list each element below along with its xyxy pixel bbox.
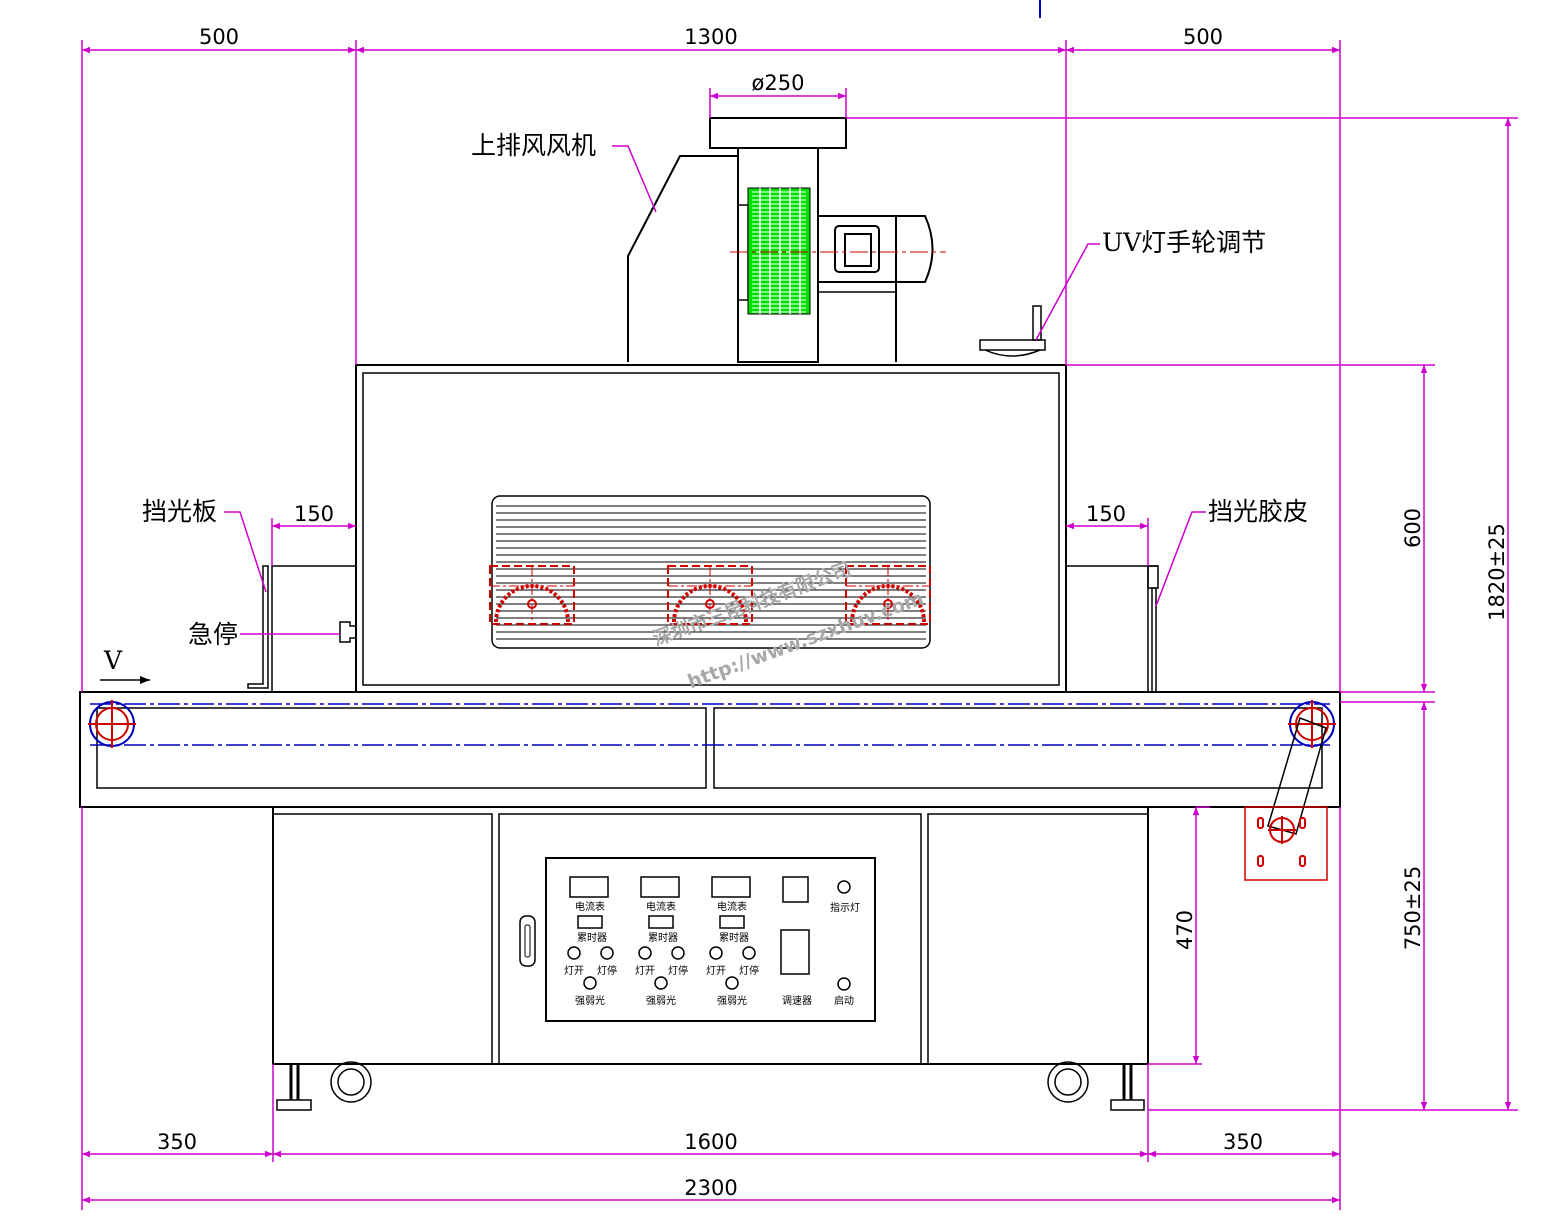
dimension-texts: 500 1300 500 ø250 150 150 600 1820±25 75… [157, 25, 1509, 1200]
rollers [88, 700, 1336, 881]
dim-right-shield: 150 [1086, 502, 1126, 526]
panel-timer: 累时器 [719, 932, 749, 944]
hood-outer [355, 364, 1067, 693]
panel-strong-weak: 强弱光 [575, 994, 605, 1007]
dim-bottom-left: 350 [157, 1130, 197, 1154]
dim-left-shield: 150 [294, 502, 334, 526]
panel-timer: 累时器 [577, 932, 607, 944]
light-shield-plate [247, 565, 269, 689]
panel-ammeter: 电流表 [575, 900, 605, 913]
cabinet [272, 806, 1149, 1065]
panel-lamp-off: 灯停 [597, 964, 617, 977]
callout-labels: 上排风风机 UV灯手轮调节 挡光板 挡光胶皮 急停 V [100, 131, 1308, 684]
indicator-lamp-icon [837, 880, 851, 894]
door-handle [519, 915, 536, 967]
dim-cabinet-height: 470 [1173, 910, 1197, 950]
dim-total-width: 2300 [684, 1176, 737, 1200]
speed-display [782, 876, 809, 903]
start-button-icon [837, 977, 851, 991]
panel-lamp-on: 灯开 [564, 965, 584, 977]
panel-speed-regulator: 调速器 [782, 995, 812, 1007]
dim-top-right: 500 [1183, 25, 1223, 49]
panel-indicator: 指示灯 [830, 901, 860, 914]
fan-wheel [747, 187, 811, 315]
light-rubber-strip [1151, 587, 1157, 693]
panel-ammeter: 电流表 [717, 900, 747, 913]
panel-lamp-on: 灯开 [706, 965, 726, 977]
panel-strong-weak: 强弱光 [646, 994, 676, 1007]
label-emergency-stop: 急停 [188, 620, 238, 649]
dim-bottom-right: 350 [1223, 1130, 1263, 1154]
dim-table-height: 750±25 [1401, 866, 1425, 950]
label-fan: 上排风风机 [471, 131, 596, 160]
dim-bottom-center: 1600 [684, 1130, 737, 1154]
speed-regulator-knob [780, 929, 810, 975]
dim-fan-diameter: ø250 [752, 71, 805, 95]
control-panel: 电流表累时器灯开灯停强弱光电流表累时器灯开灯停强弱光电流表累时器灯开灯停强弱光 … [545, 857, 876, 1022]
panel-timer: 累时器 [648, 932, 678, 944]
lamp-housing [489, 495, 931, 649]
label-light-shield: 挡光板 [142, 497, 217, 526]
panel-lamp-off: 灯停 [739, 964, 759, 977]
dim-hood-height: 600 [1401, 508, 1425, 548]
panel-lamp-off: 灯停 [668, 964, 688, 977]
label-light-rubber: 挡光胶皮 [1208, 497, 1308, 526]
dim-top-left: 500 [199, 25, 239, 49]
dimension-lines [81, 40, 1518, 1210]
hood-inner [362, 372, 1060, 686]
center-lines [90, 251, 1330, 746]
exhaust-fan [627, 117, 934, 363]
dim-total-height: 1820±25 [1485, 523, 1509, 621]
uv-handwheel [979, 305, 1046, 357]
label-uv-handwheel: UV灯手轮调节 [1102, 228, 1266, 257]
emergency-stop-button [339, 621, 356, 643]
right-extension [1065, 565, 1149, 693]
panel-ammeter: 电流表 [646, 900, 676, 913]
machine-outline [79, 364, 1341, 1111]
dim-top-center: 1300 [684, 25, 737, 49]
left-extension [271, 565, 357, 693]
panel-start: 启动 [834, 994, 854, 1007]
conveyor-frame [79, 691, 1341, 808]
label-speed-symbol: V [103, 646, 123, 675]
panel-strong-weak: 强弱光 [717, 994, 747, 1007]
panel-lamp-on: 灯开 [635, 965, 655, 977]
